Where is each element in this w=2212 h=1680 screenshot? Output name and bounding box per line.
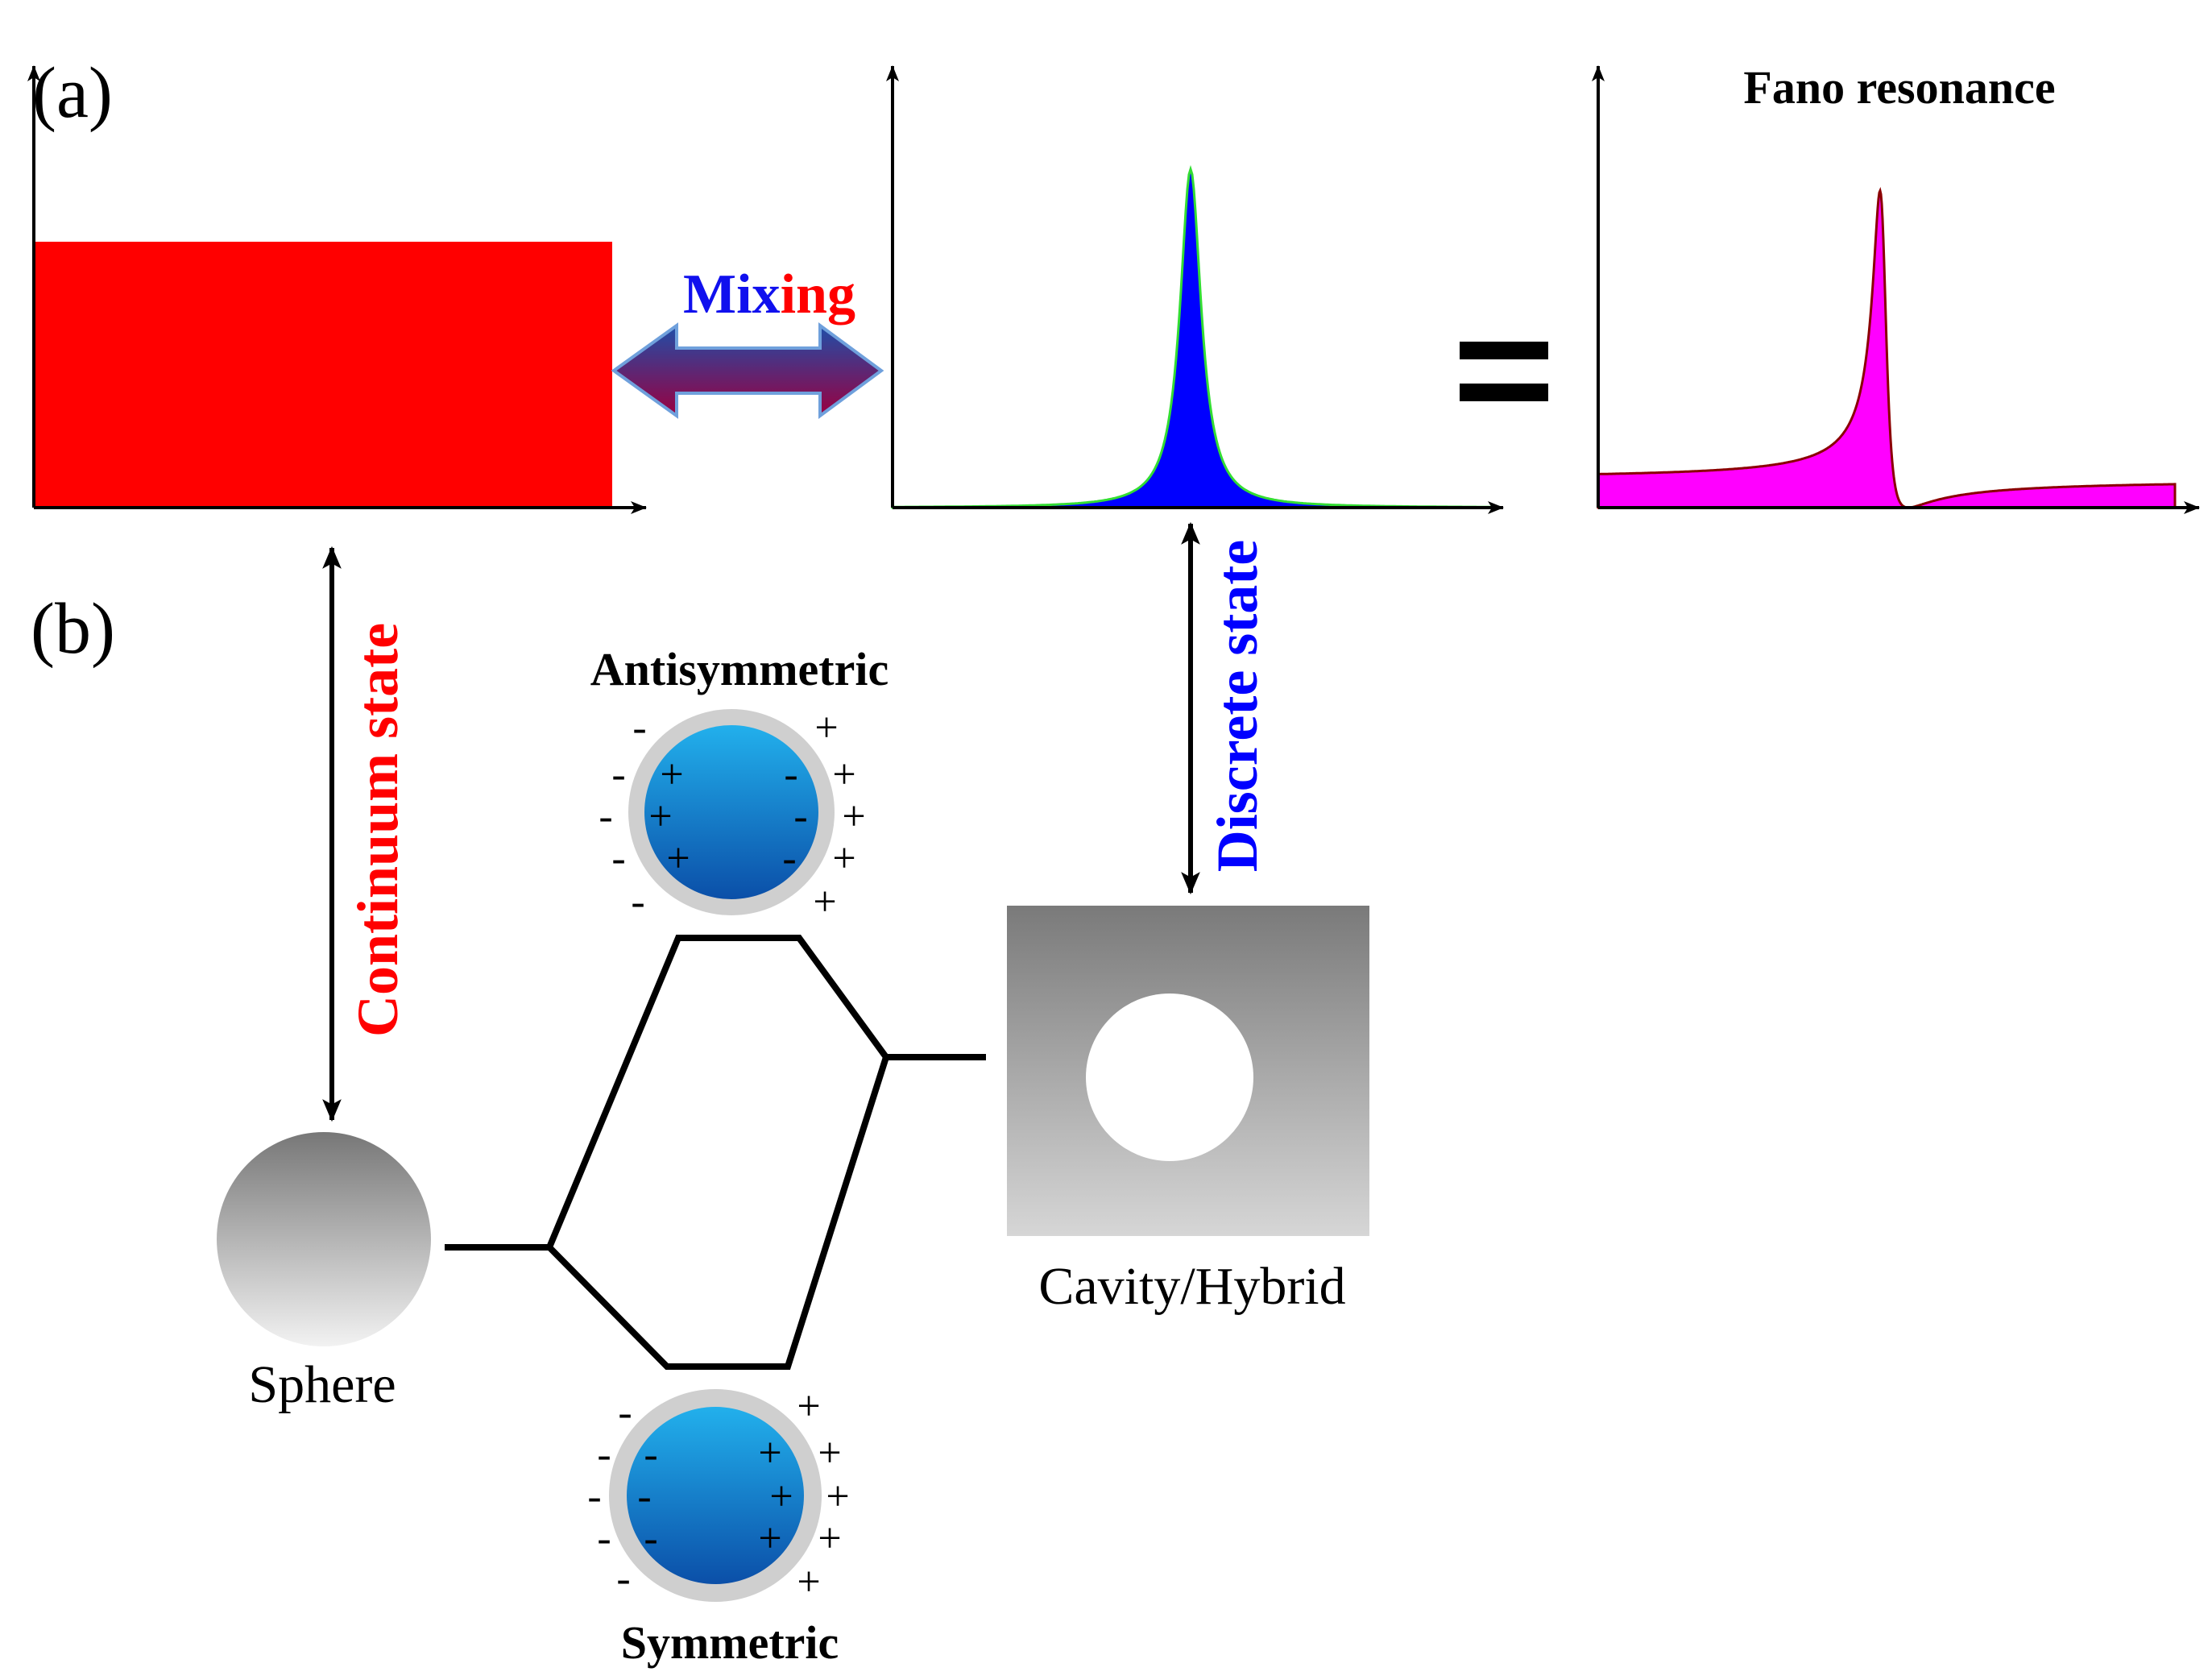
charge-plus: + (660, 752, 683, 798)
charge-minus: - (599, 794, 612, 840)
cavity-label: Cavity/Hybrid (1038, 1257, 1345, 1316)
charge-minus: - (587, 1474, 601, 1520)
charge-plus: + (832, 836, 855, 881)
fano-plot: Fano resonance (1592, 61, 2200, 514)
panel-label-a: (a) (32, 53, 113, 133)
charge-minus: - (637, 1474, 651, 1520)
antisymmetric-label: Antisymmetric (590, 643, 889, 695)
charge-plus: + (813, 879, 836, 925)
charge-minus: - (793, 794, 807, 840)
charge-plus: + (758, 1430, 781, 1476)
charge-plus: + (769, 1474, 793, 1520)
cavity-icon (1007, 906, 1369, 1236)
charge-plus: + (814, 705, 838, 751)
charge-plus: + (832, 752, 855, 798)
charge-minus: - (644, 1516, 657, 1562)
sphere-particle-icon (217, 1132, 431, 1346)
discrete-peak (891, 164, 1500, 509)
charge-minus: - (644, 1432, 657, 1478)
symmetric-particle-icon: --------++++++++ (587, 1383, 849, 1605)
charge-plus: + (826, 1474, 849, 1520)
antisymmetric-core (644, 725, 818, 899)
symmetric-charges: --------++++++++ (587, 1383, 849, 1605)
charge-minus: - (611, 836, 625, 881)
charge-plus: + (818, 1430, 841, 1476)
charge-minus: - (611, 752, 625, 798)
charge-minus: - (618, 1390, 632, 1436)
equals-bar-bottom (1460, 384, 1548, 401)
charge-minus: - (597, 1432, 611, 1478)
charge-plus: + (648, 794, 672, 840)
equals-sign (1460, 342, 1548, 401)
continuum-block (34, 242, 612, 506)
panel-label-b: (b) (31, 589, 115, 669)
charge-minus: - (782, 836, 796, 881)
charge-minus: - (631, 879, 644, 925)
discrete-state-label: Discrete state (1205, 540, 1270, 872)
sphere-label: Sphere (248, 1355, 396, 1414)
cavity-hole (1086, 993, 1253, 1161)
charge-minus: - (616, 1556, 630, 1602)
symmetric-label: Symmetric (621, 1616, 839, 1669)
equals-bar-top (1460, 342, 1548, 359)
continuum-plot (27, 65, 647, 514)
hybridization-upper-line (445, 935, 986, 1251)
charge-minus: - (784, 752, 797, 798)
continuum-state-label: Continuum state (346, 623, 410, 1037)
antisymmetric-particle-icon: -----++++++++--- (599, 705, 865, 925)
charge-plus: + (666, 836, 690, 881)
fano-curve (1597, 186, 2177, 509)
symmetric-core (627, 1407, 804, 1584)
mixing-arrow-icon (611, 322, 884, 419)
fano-title: Fano resonance (1743, 61, 2055, 114)
antisymmetric-charges: -----++++++++--- (599, 705, 865, 925)
charge-plus: + (842, 794, 865, 840)
discrete-plot (886, 65, 1504, 514)
hybridization-lower-line (547, 1056, 889, 1370)
charge-plus: + (758, 1516, 781, 1562)
charge-minus: - (597, 1516, 611, 1562)
charge-plus: + (797, 1383, 820, 1429)
charge-minus: - (632, 705, 646, 751)
charge-plus: + (797, 1559, 820, 1605)
mixing-label: Mixing (683, 263, 855, 326)
charge-plus: + (818, 1516, 841, 1562)
